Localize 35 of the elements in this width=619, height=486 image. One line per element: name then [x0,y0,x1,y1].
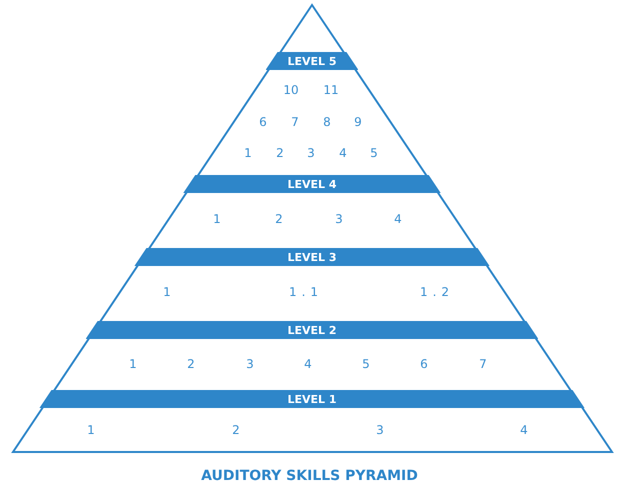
skill-number: 1 [244,146,252,160]
skill-number: 1 [163,285,171,299]
skill-number: 2 [275,212,283,226]
skill-number: 4 [304,357,312,371]
diagram-title: AUDITORY SKILLS PYRAMID [200,468,419,484]
skill-number: 4 [339,146,347,160]
skill-number: 2 [232,423,240,437]
level-band: LEVEL 3 [134,248,490,266]
skill-number: 1.2 [420,285,454,299]
skill-number: 4 [394,212,402,226]
level-band: LEVEL 5 [266,52,358,70]
skill-number: 5 [370,146,378,160]
skill-number: 1.1 [288,285,324,299]
level-band: LEVEL 1 [39,390,585,408]
skill-number: 1 [129,357,137,371]
skill-number: 3 [376,423,384,437]
skill-number: 7 [291,115,299,129]
level-band: LEVEL 2 [86,321,538,339]
skill-number: 2 [276,146,284,160]
skill-number: 3 [335,212,343,226]
skill-number: 6 [420,357,428,371]
skill-number: 9 [354,115,362,129]
skill-number: 8 [323,115,331,129]
skill-number: 10 [283,83,299,97]
skill-number: 4 [520,423,528,437]
skill-number: 5 [362,357,370,371]
skill-number: 2 [187,357,195,371]
skill-number: 3 [246,357,254,371]
skill-number: 1 [213,212,221,226]
skill-number: 3 [307,146,315,160]
skill-number: 7 [479,357,487,371]
level-band: LEVEL 4 [183,175,441,193]
skill-number: 11 [323,83,339,97]
skill-number: 1 [87,423,95,437]
skill-number: 6 [259,115,267,129]
